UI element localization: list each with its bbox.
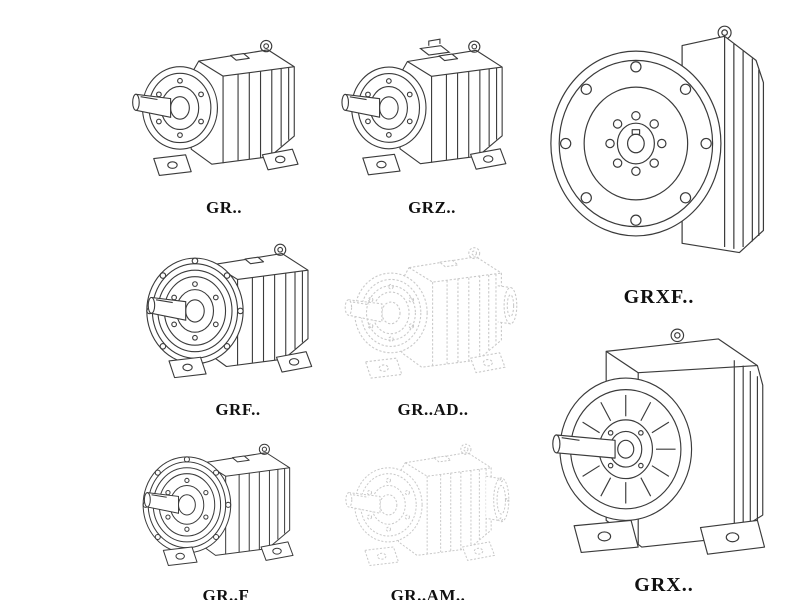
product-label-grx: GRX.. bbox=[634, 574, 694, 596]
product-label-grxf: GRXF.. bbox=[623, 286, 695, 308]
product-cell-grf: GRF.. bbox=[132, 222, 344, 420]
product-cell-grad: GR..AD.. bbox=[328, 226, 538, 420]
gearbox-drawing-grff bbox=[142, 443, 294, 566]
product-cell-grxf: GRXF.. bbox=[528, 16, 790, 309]
product-label-gr: GR.. bbox=[206, 198, 242, 217]
product-label-grf: GRF.. bbox=[215, 400, 261, 419]
gearbox-drawing-grx bbox=[552, 328, 766, 555]
gearbox-drawing-grad bbox=[344, 247, 517, 379]
gearbox-drawing-gram bbox=[345, 443, 510, 566]
product-label-gram: GR..AM.. bbox=[390, 586, 466, 600]
product-cell-gram: GR..AM.. bbox=[328, 424, 528, 600]
product-label-grff: GR..F bbox=[202, 586, 250, 600]
gearbox-drawing-gr bbox=[132, 39, 299, 176]
gearbox-drawing-grxf bbox=[550, 25, 765, 254]
product-label-grz: GRZ.. bbox=[408, 198, 456, 217]
product-cell-grx: GRX.. bbox=[530, 314, 798, 597]
gearbox-drawing-grz bbox=[340, 38, 506, 176]
product-cell-gr: GR.. bbox=[118, 18, 330, 218]
product-cell-grz: GRZ.. bbox=[332, 18, 532, 218]
product-label-grad: GR..AD.. bbox=[397, 400, 469, 419]
gearbox-drawing-grf bbox=[145, 243, 312, 379]
product-cell-grff: GR..F bbox=[120, 424, 332, 600]
